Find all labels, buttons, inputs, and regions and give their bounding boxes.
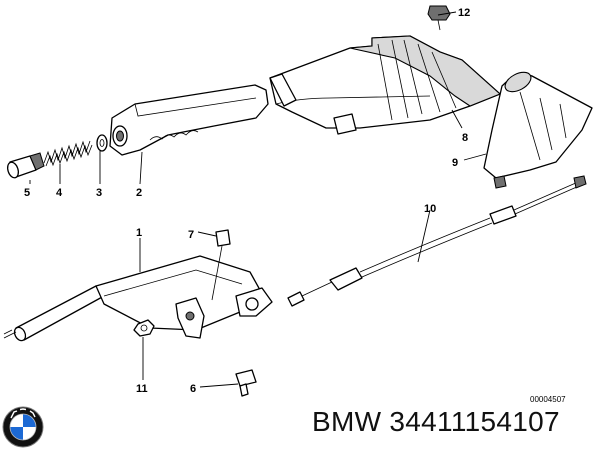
- part-3-washer: [96, 134, 108, 152]
- part-11-nut: [133, 319, 155, 337]
- callout-12: 12: [458, 7, 470, 19]
- part-2-handle-grip: [109, 84, 269, 156]
- callout-10: 10: [424, 203, 436, 215]
- callout-3: 3: [96, 187, 102, 199]
- callout-6: 6: [190, 383, 196, 395]
- callout-8: 8: [462, 132, 468, 144]
- bmw-logo-icon: [2, 406, 44, 448]
- part-10-cable: [287, 175, 587, 307]
- part-6-bolt: [235, 369, 257, 397]
- callout-2: 2: [136, 187, 142, 199]
- callout-9: 9: [452, 157, 458, 169]
- part-12-clip: [427, 5, 451, 31]
- part-8-boot-housing: [269, 35, 502, 135]
- callout-5: 5: [24, 187, 30, 199]
- callout-1: 1: [136, 227, 142, 239]
- part-5-end-plug: [6, 152, 45, 179]
- callout-leaders: [29, 11, 487, 388]
- part-9-gaiter-cover: [483, 71, 593, 189]
- part-1-lever-assembly: [3, 229, 273, 342]
- callout-11: 11: [136, 383, 148, 395]
- drawing-reference: 00004507: [530, 395, 566, 404]
- part-4-spring: [43, 140, 93, 167]
- part-number-caption: BMW 34411154107: [312, 406, 560, 437]
- callout-7: 7: [188, 229, 194, 241]
- callout-4: 4: [56, 187, 63, 199]
